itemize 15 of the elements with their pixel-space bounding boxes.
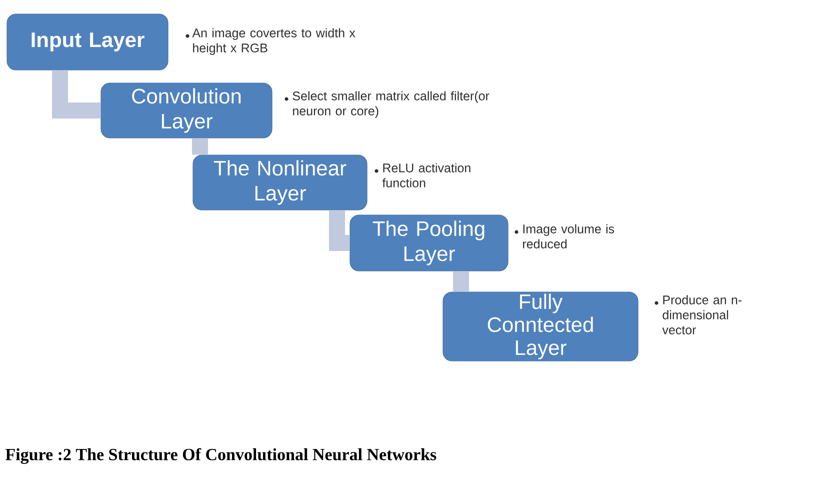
bullet-text: Produce an n-dimensional vector xyxy=(662,295,742,334)
bullet-text: Image volume is reduced xyxy=(523,224,614,248)
bullet-text: Select smaller matrix called filter(or neuron or core) xyxy=(292,91,490,118)
figure-caption: Figure :2 The Structure Of Convolutional Neural Networks xyxy=(6,448,436,464)
layer-box: Input Layer xyxy=(6,14,168,70)
bullet-text: ReLU activation function xyxy=(382,163,470,188)
connector-bar xyxy=(192,138,208,155)
layer-box: Fully Conntected Layer xyxy=(442,292,638,362)
layer-box: The Nonlinear Layer xyxy=(192,154,368,210)
bullet-text: An image covertes to width x height x RGB xyxy=(192,28,356,55)
connector-bar xyxy=(52,70,101,118)
connector-bar xyxy=(453,271,469,292)
layer-box: The Pooling Layer xyxy=(350,214,508,272)
connector-bar xyxy=(329,210,350,251)
layer-box: Convolution Layer xyxy=(100,82,272,138)
